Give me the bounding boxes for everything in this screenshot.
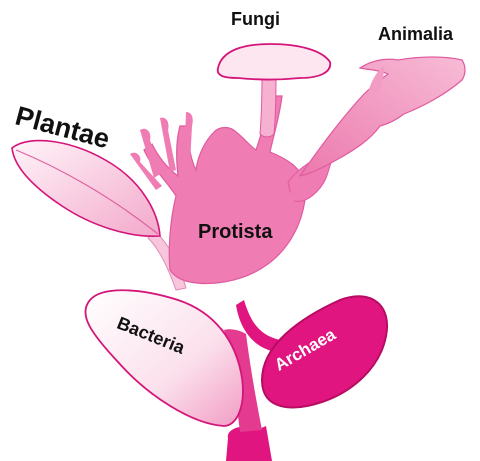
fungi-cap xyxy=(218,44,331,80)
fungi-label: Fungi xyxy=(231,10,280,28)
trunk-base xyxy=(226,426,272,461)
animalia-label: Animalia xyxy=(378,25,453,43)
protista-label: Protista xyxy=(198,222,272,242)
fungi-stalk xyxy=(260,74,276,137)
bacteria-blob xyxy=(85,290,243,426)
